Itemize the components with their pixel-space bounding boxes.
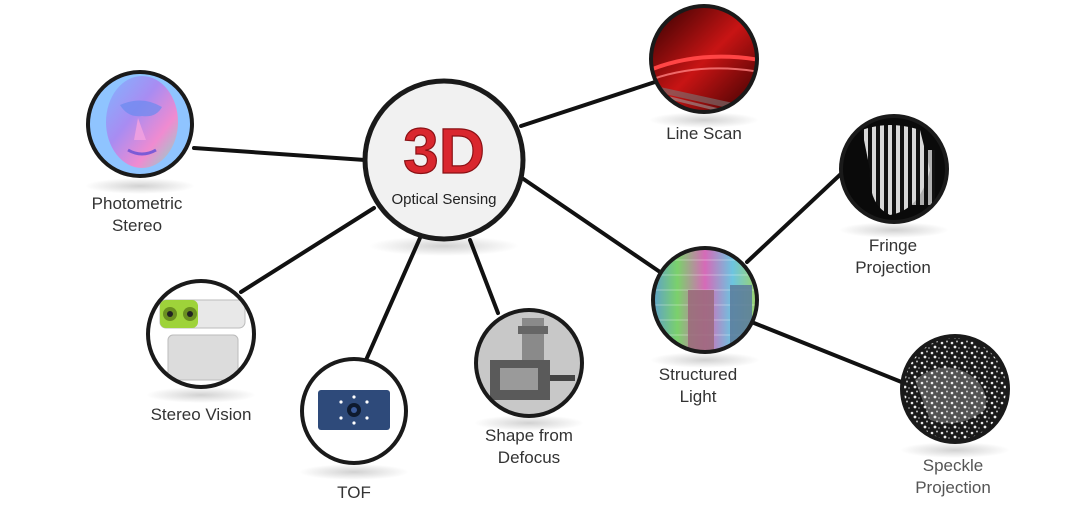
fringe-projection-node	[839, 114, 949, 224]
connector-speckle	[752, 321, 906, 385]
line-scan-node	[649, 4, 759, 114]
fringe-pattern-image	[842, 117, 946, 221]
photometric-stereo-node	[86, 70, 194, 178]
label-tof: TOF	[337, 483, 371, 502]
shape-from-defocus-node	[474, 308, 584, 418]
speckle-pattern-image	[903, 337, 1007, 441]
normal-map-face-image	[89, 73, 191, 175]
connector-fringe	[745, 170, 845, 264]
connector-tof	[364, 236, 422, 362]
logo-3d: 3D	[403, 115, 485, 187]
connector-stereo	[239, 206, 376, 294]
stereo-camera-image	[149, 282, 253, 386]
microscope-rig-image	[477, 311, 581, 415]
label-shape-from-defocus: Shape from Defocus	[485, 426, 573, 467]
stereo-vision-node	[146, 279, 256, 389]
label-stereo-vision: Stereo Vision	[150, 405, 252, 424]
tof-node	[300, 357, 408, 465]
node-shadows	[85, 112, 1010, 480]
connector-structured	[520, 176, 662, 274]
label-fringe-projection: Fringe Projection	[855, 236, 931, 277]
connector-line-scan	[519, 80, 657, 128]
center-title: Optical Sensing	[391, 191, 497, 208]
connector-photometric	[192, 146, 367, 162]
speckle-projection-node	[900, 334, 1010, 444]
label-photometric-stereo: Photometric Stereo	[91, 194, 183, 235]
label-structured-light: Structured Light	[658, 365, 738, 406]
tof-camera-image	[303, 360, 405, 462]
center-hub: 3D	[362, 78, 526, 242]
label-speckle-projection: Speckle Projection	[915, 456, 991, 497]
color-pattern-image	[654, 249, 756, 351]
label-line-scan: Line Scan	[666, 124, 742, 143]
connectors	[192, 80, 906, 385]
structured-light-node	[651, 246, 759, 354]
